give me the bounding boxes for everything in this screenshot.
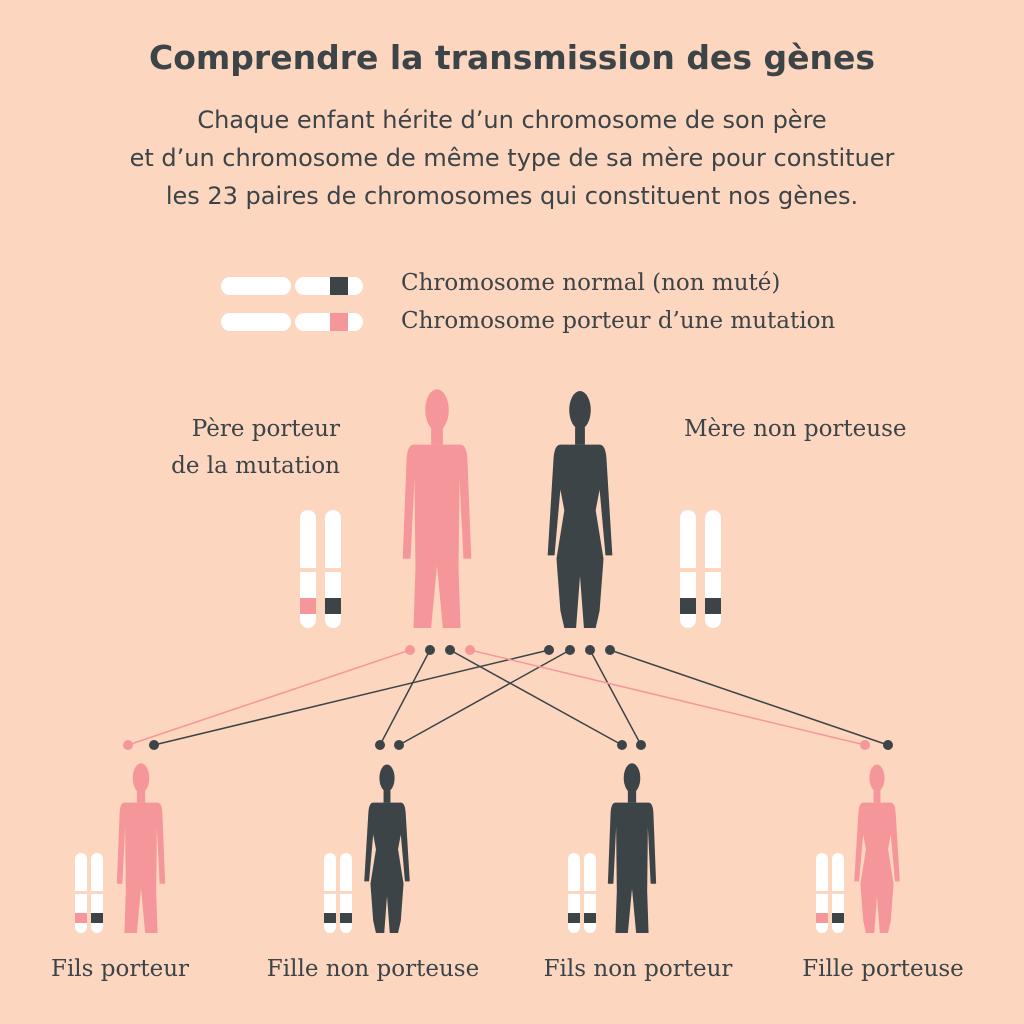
child-3-son-figure-icon [607, 763, 657, 933]
legend-mutated-label: Chromosome porteur d’une mutation [401, 308, 836, 334]
child-4-label: Fille porteuse [802, 956, 964, 982]
child-2-daughter-figure-icon [364, 764, 410, 933]
child-3-chromosome-pair-icon [567, 853, 597, 933]
child-1-label: Fils porteur [50, 956, 190, 982]
parent-dots [405, 645, 615, 655]
mother-label: Mère non porteuse [684, 416, 907, 442]
subtitle-line-3: les 23 paires de chromosomes qui constit… [165, 182, 859, 210]
legend-normal-chromosome-icon [221, 277, 363, 295]
subtitle-line-1: Chaque enfant hérite d’un chromosome de … [197, 106, 827, 134]
child-1-son-figure-icon [116, 763, 166, 933]
legend-mutated-chromosome-icon [221, 313, 363, 331]
legend-normal-label: Chromosome normal (non muté) [401, 270, 781, 296]
father-label-line-2: de la mutation [171, 453, 340, 479]
mother-chromosome-pair-icon [679, 510, 722, 628]
father-label-line-1: Père porteur [191, 416, 340, 442]
father-figure-icon [402, 389, 472, 628]
child-2-label: Fille non porteuse [266, 956, 480, 982]
mother-figure-icon [547, 390, 613, 628]
child-2-chromosome-pair-icon [323, 853, 353, 933]
child-4-daughter-figure-icon [854, 764, 900, 933]
child-dots [123, 740, 893, 750]
child-1-chromosome-pair-icon [74, 853, 104, 933]
child-4-chromosome-pair-icon [815, 853, 845, 933]
father-chromosome-pair-icon [299, 510, 342, 628]
child-3-label: Fils non porteur [543, 956, 733, 982]
inheritance-lines [127, 649, 889, 746]
subtitle-line-2: et d’un chromosome de même type de sa mè… [129, 144, 895, 172]
page-title: Comprendre la transmission des gènes [149, 38, 875, 77]
